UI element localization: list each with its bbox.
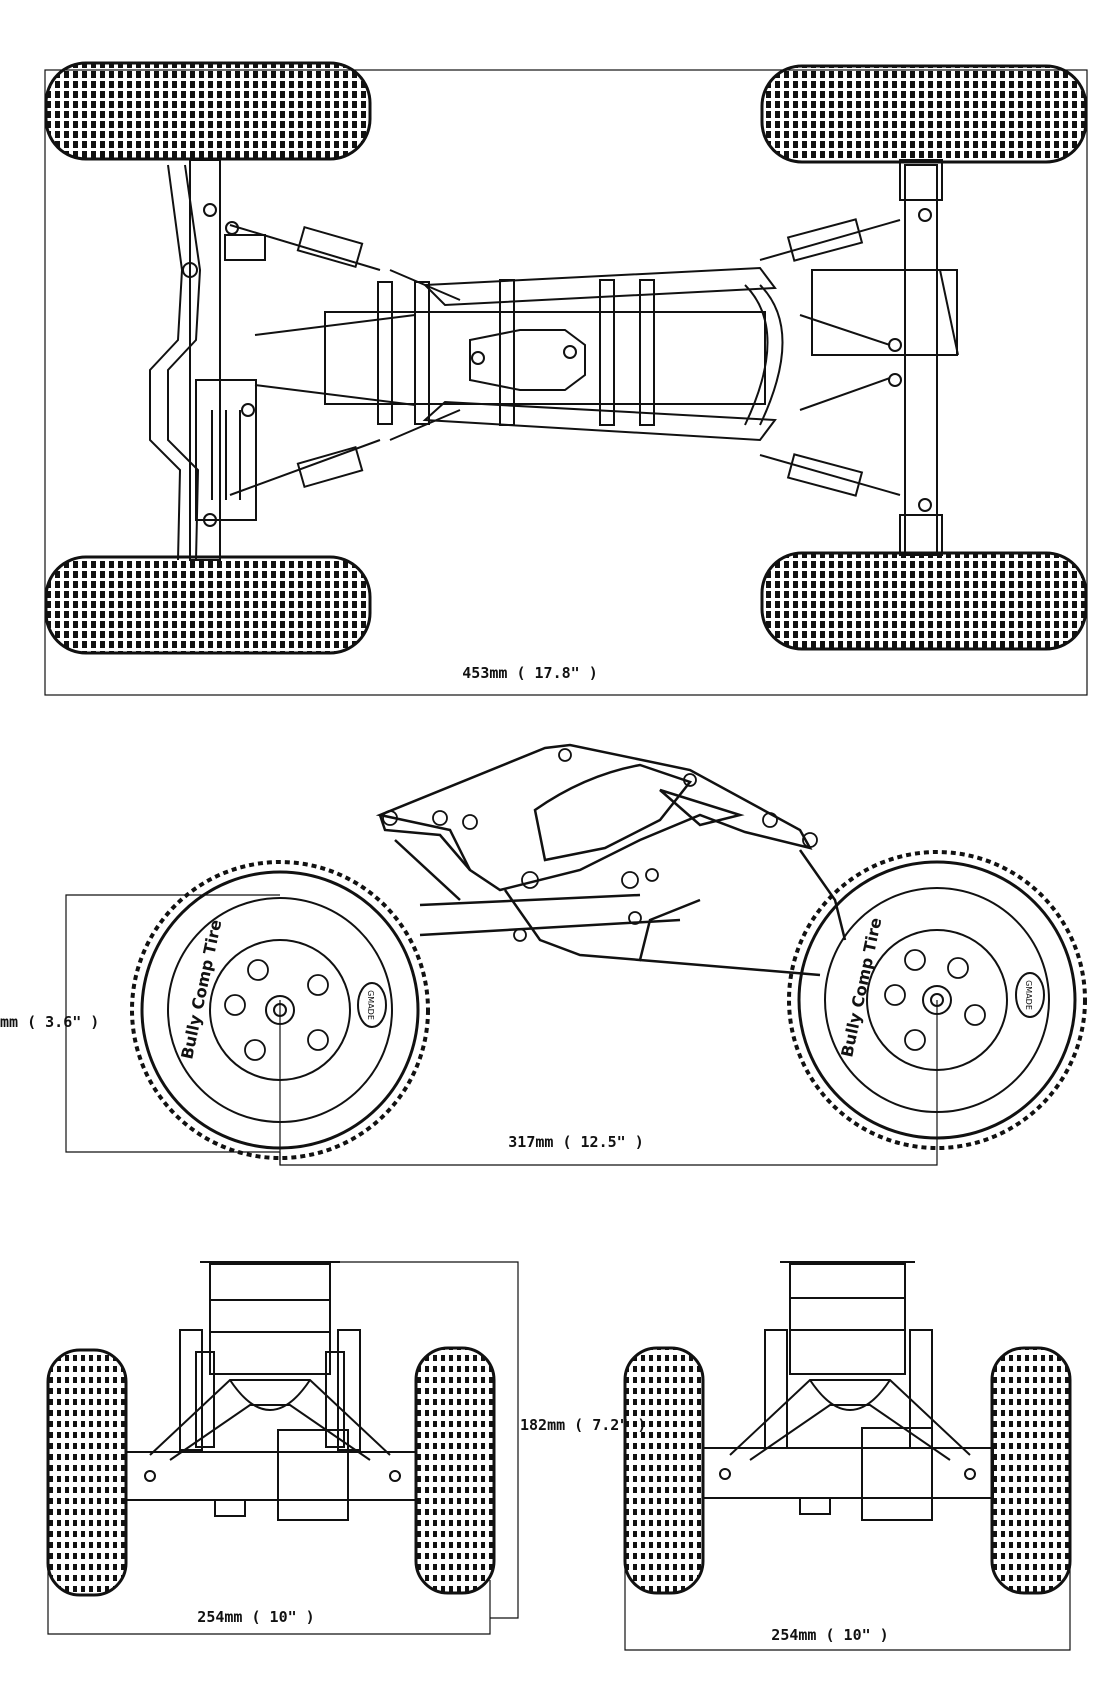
rear-dimension-lines (624, 1560, 1071, 1651)
top-right-axle (811, 159, 959, 556)
top-view: 453mm ( 17.8" ) (44, 61, 1088, 696)
rear-view: 254mm ( 10" ) (623, 1261, 1072, 1651)
front-width-label: 254mm ( 10" ) (197, 1608, 314, 1626)
front-height-label: 182mm ( 7.2" ) (520, 1416, 646, 1434)
side-dimension-lines (65, 894, 938, 1166)
tire-brand-front: Bully Comp Tire (177, 918, 225, 1061)
rear-view-chassis (702, 1261, 994, 1521)
top-left-axle (149, 159, 266, 561)
hub-logo-front: GMADE (366, 990, 375, 1020)
side-height-label: mm ( 3.6" ) (0, 1013, 99, 1031)
wheelbase-label: 317mm ( 12.5" ) (508, 1133, 643, 1151)
rear-width-label: 254mm ( 10" ) (771, 1626, 888, 1644)
side-chassis-cage (375, 743, 847, 977)
front-view-tire-left (46, 1348, 128, 1597)
side-cage-bolts (382, 748, 818, 942)
hub-logo-rear: GMADE (1024, 980, 1033, 1010)
top-dimension-frame (44, 69, 1088, 696)
rear-view-tire-right (990, 1346, 1072, 1595)
top-tire-rear-right (760, 551, 1088, 651)
front-view-chassis (125, 1261, 417, 1521)
top-tire-front-left (44, 61, 372, 161)
side-view: GMADE Bully Comp Tire GMADE Bully Comp T… (0, 743, 1087, 1166)
top-links (229, 218, 901, 497)
top-tire-rear-left (44, 555, 372, 655)
top-tire-front-right (760, 64, 1088, 164)
front-view-tire-right (414, 1346, 496, 1595)
front-dimension-lines (47, 1261, 519, 1635)
top-chassis (324, 266, 784, 442)
front-view: 182mm ( 7.2" ) 254mm ( 10" ) (46, 1261, 646, 1635)
rear-view-tire-left (623, 1346, 705, 1595)
overall-length-label: 453mm ( 17.8" ) (462, 664, 597, 682)
